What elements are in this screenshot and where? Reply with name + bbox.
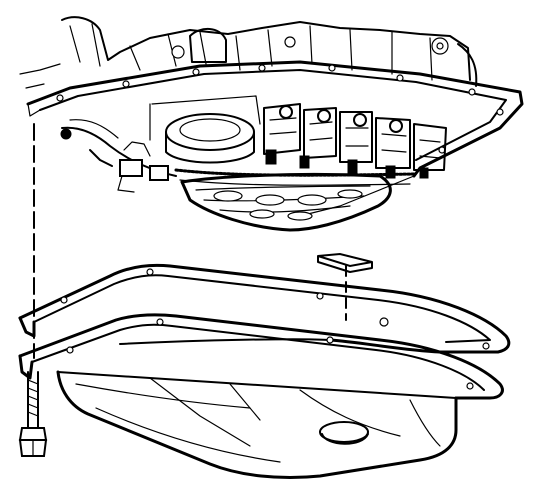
pan-magnet-icon [317, 252, 373, 273]
valve-body-icon [60, 95, 447, 193]
pan-gasket-icon [18, 263, 511, 354]
oil-pan-icon [18, 313, 504, 479]
transmission-case-icon [19, 16, 524, 217]
alignment-lines [33, 123, 347, 359]
pan-bolt-icon [18, 371, 48, 457]
oil-filter-icon [180, 172, 392, 232]
